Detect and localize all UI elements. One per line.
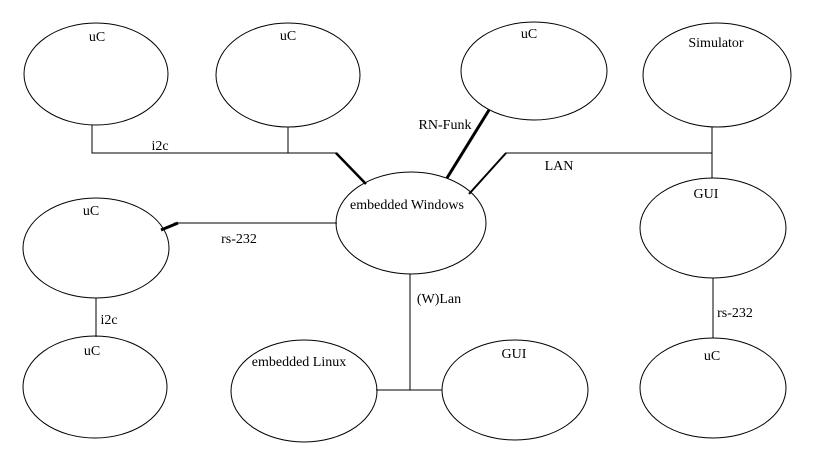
node-label-uc-top-second: uC [280, 29, 296, 44]
node-uc-bottom-right [639, 337, 787, 439]
node-uc-mid-left [22, 197, 170, 299]
label-wlan: (W)Lan [417, 292, 461, 307]
edge-i2c-bus-top [91, 125, 337, 154]
label-i2c-left: i2c [100, 313, 117, 328]
node-embedded-windows [335, 171, 487, 275]
node-label-uc-top-right: uC [521, 27, 537, 42]
node-label-uc-bottom-right: uC [704, 349, 720, 364]
node-label-gui-bottom: GUI [502, 347, 527, 362]
label-rs232-left: rs-232 [221, 232, 257, 247]
edge-lan-to-windows [468, 152, 507, 195]
node-label-embedded-windows: embedded Windows [350, 198, 464, 213]
node-uc-bottom-left [22, 335, 168, 439]
node-label-simulator: Simulator [688, 36, 744, 51]
node-uc-top-second [215, 22, 361, 128]
node-gui-bottom [441, 339, 589, 441]
node-label-gui-right: GUI [694, 187, 719, 202]
label-rn-funk: RN-Funk [419, 118, 472, 133]
edge-rn-funk-link [445, 109, 491, 179]
node-gui-right [639, 177, 787, 279]
edge-i2c-bus-to-windows [335, 152, 367, 185]
node-label-uc-bottom-left: uC [84, 344, 100, 359]
node-uc-top-right [460, 21, 608, 121]
node-label-embedded-linux: embedded Linux [252, 355, 346, 370]
node-embedded-linux [230, 339, 378, 443]
node-label-uc-top-left: uC [89, 30, 105, 45]
node-uc-top-left [23, 22, 169, 126]
label-rs232-right: rs-232 [717, 306, 753, 321]
node-simulator [642, 22, 792, 128]
label-i2c-top: i2c [151, 139, 168, 154]
label-lan: LAN [545, 159, 574, 174]
node-label-uc-mid-left: uC [83, 204, 99, 219]
